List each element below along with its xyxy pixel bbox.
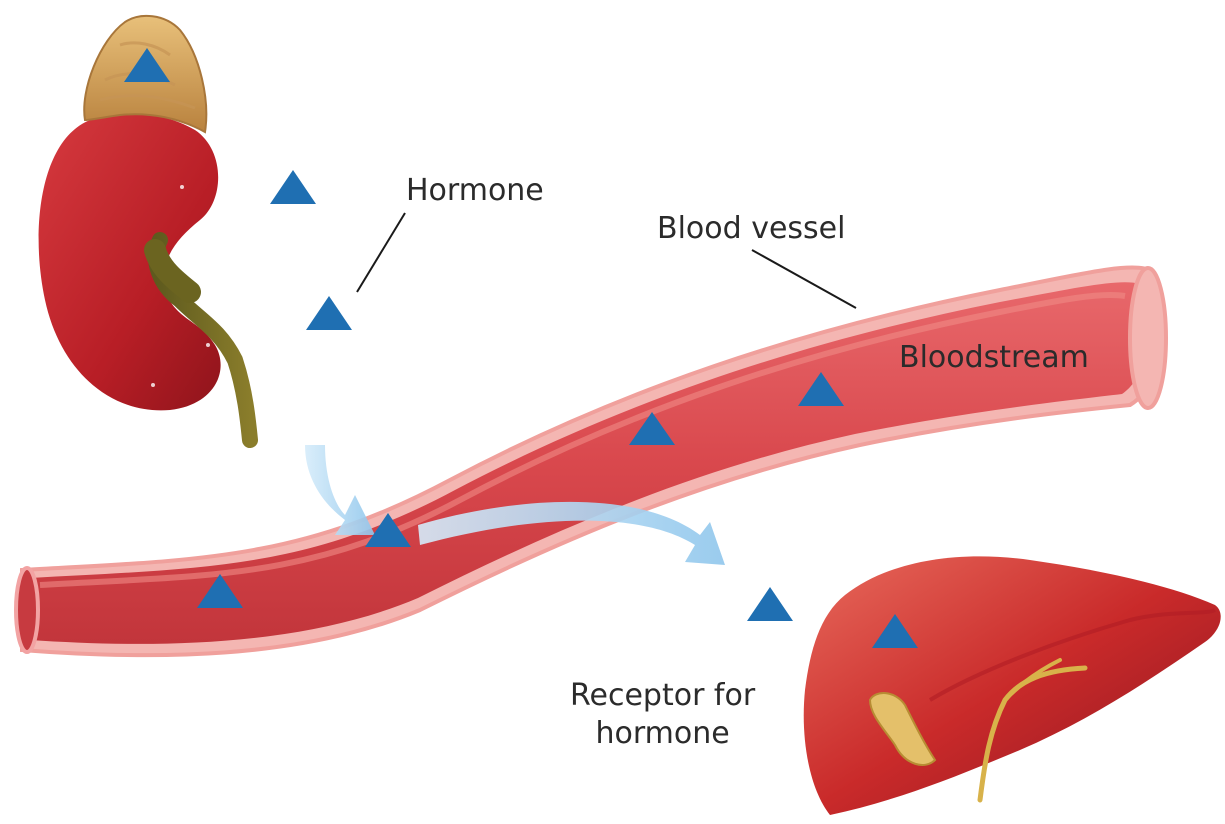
hormone-triangle-icon	[270, 170, 316, 204]
receptor-label-line1: Receptor for	[570, 677, 755, 715]
receptor-label: Receptor for hormone	[570, 677, 755, 753]
kidney-illustration	[39, 113, 250, 440]
hormone-triangle-icon	[747, 587, 793, 621]
blood-vessel-label: Blood vessel	[657, 210, 845, 248]
liver-illustration	[804, 556, 1221, 815]
bloodstream-label: Bloodstream	[899, 339, 1089, 377]
receptor-label-line2: hormone	[570, 715, 755, 753]
hormone-label: Hormone	[406, 172, 544, 210]
hormone-triangle-icon	[306, 296, 352, 330]
